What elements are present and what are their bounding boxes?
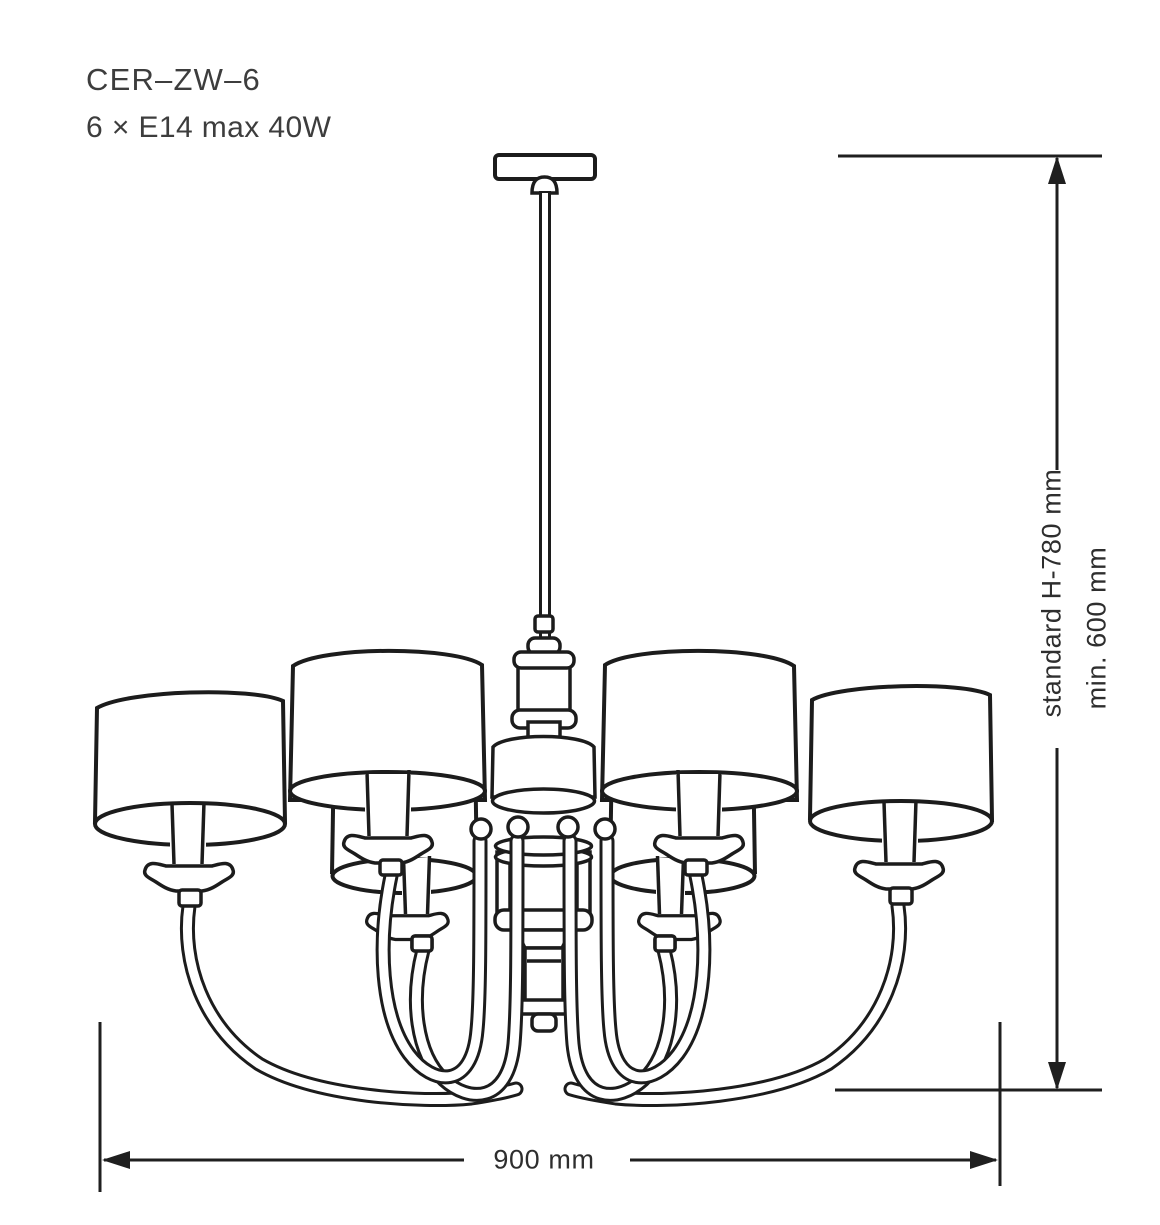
rear-left-knob [410, 934, 434, 953]
shade-outer-right [807, 684, 995, 906]
arrow-down-icon [1048, 1062, 1066, 1090]
height-standard-label: standard H-780 mm [1036, 468, 1067, 718]
arm-center-right [599, 833, 712, 1085]
arrow-up-icon [1048, 156, 1066, 184]
height-dimension [835, 154, 1102, 1092]
arm-center-left [375, 833, 488, 1085]
width-label: 900 mm [493, 1144, 595, 1175]
ceiling-canopy [493, 153, 597, 195]
shade-center-left [287, 648, 488, 877]
hub-balls [469, 815, 617, 841]
height-min-label: min. 600 mm [1081, 546, 1112, 710]
shade-center-right [599, 648, 800, 877]
product-code: CER–ZW–6 [86, 62, 261, 97]
arm-rear-right [562, 833, 679, 1102]
product-spec: 6 × E14 max 40W [86, 111, 332, 144]
arrow-left-icon [102, 1151, 130, 1169]
arrow-right-icon [970, 1151, 998, 1169]
shade-outer-left [92, 690, 288, 908]
rear-right-knob [653, 934, 677, 953]
arm-rear-left [408, 833, 525, 1102]
width-dimension [98, 1022, 1002, 1192]
